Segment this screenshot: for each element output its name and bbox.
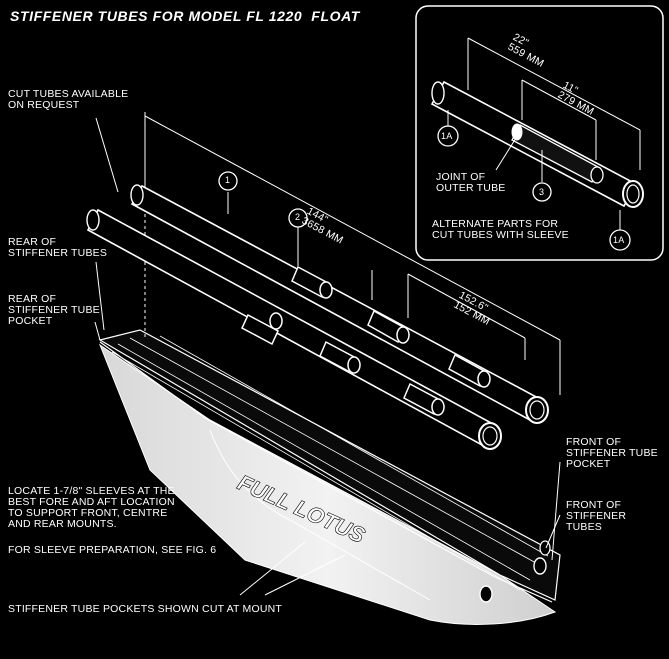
locate-sleeves-note: LOCATE 1-7/8" SLEEVES AT THE BEST FORE A… — [8, 485, 175, 530]
inset-alternate-label: ALTERNATE PARTS FOR CUT TUBES WITH SLEEV… — [432, 218, 569, 241]
inset-leader-lines — [447, 110, 621, 230]
pockets-cut-label: STIFFENER TUBE POCKETS SHOWN CUT AT MOUN… — [8, 603, 283, 615]
sleeves — [241, 265, 491, 416]
inset-joint-label: JOINT OF OUTER TUBE — [436, 171, 506, 194]
inset-part-outer-end: 1A — [613, 235, 625, 245]
front-tubes-label: FRONT OF STIFFENER TUBES — [566, 499, 627, 533]
main-dimension-lines — [144, 112, 561, 395]
rear-tubes-label: REAR OF STIFFENER TUBES — [8, 236, 108, 259]
part-callout-circles — [218, 171, 308, 228]
part-number-sleeve: 2 — [295, 212, 301, 222]
part-number-tube: 1 — [225, 175, 231, 185]
front-pocket-label: FRONT OF STIFFENER TUBE POCKET — [566, 436, 658, 470]
sleeve-prep-note: FOR SLEEVE PREPARATION, SEE FIG. 6 — [8, 544, 217, 556]
stiffener-tube-upper — [130, 184, 549, 424]
leader-lines — [94, 117, 561, 596]
inset-tube — [430, 80, 644, 208]
rear-pocket-label: REAR OF STIFFENER TUBE POCKET — [8, 293, 100, 327]
inset-callout-circles — [437, 125, 631, 251]
float-hull — [98, 329, 561, 625]
diagram-title: STIFFENER TUBES FOR MODEL FL 1220 FLOAT — [10, 8, 360, 24]
inset-part-outer: 1A — [441, 131, 453, 141]
inset-dimension-lines — [467, 37, 641, 170]
inset-part-sleeve: 3 — [539, 187, 545, 197]
stiffener-tube-lower — [86, 208, 502, 450]
cut-tubes-label: CUT TUBES AVAILABLE ON REQUEST — [8, 88, 129, 111]
